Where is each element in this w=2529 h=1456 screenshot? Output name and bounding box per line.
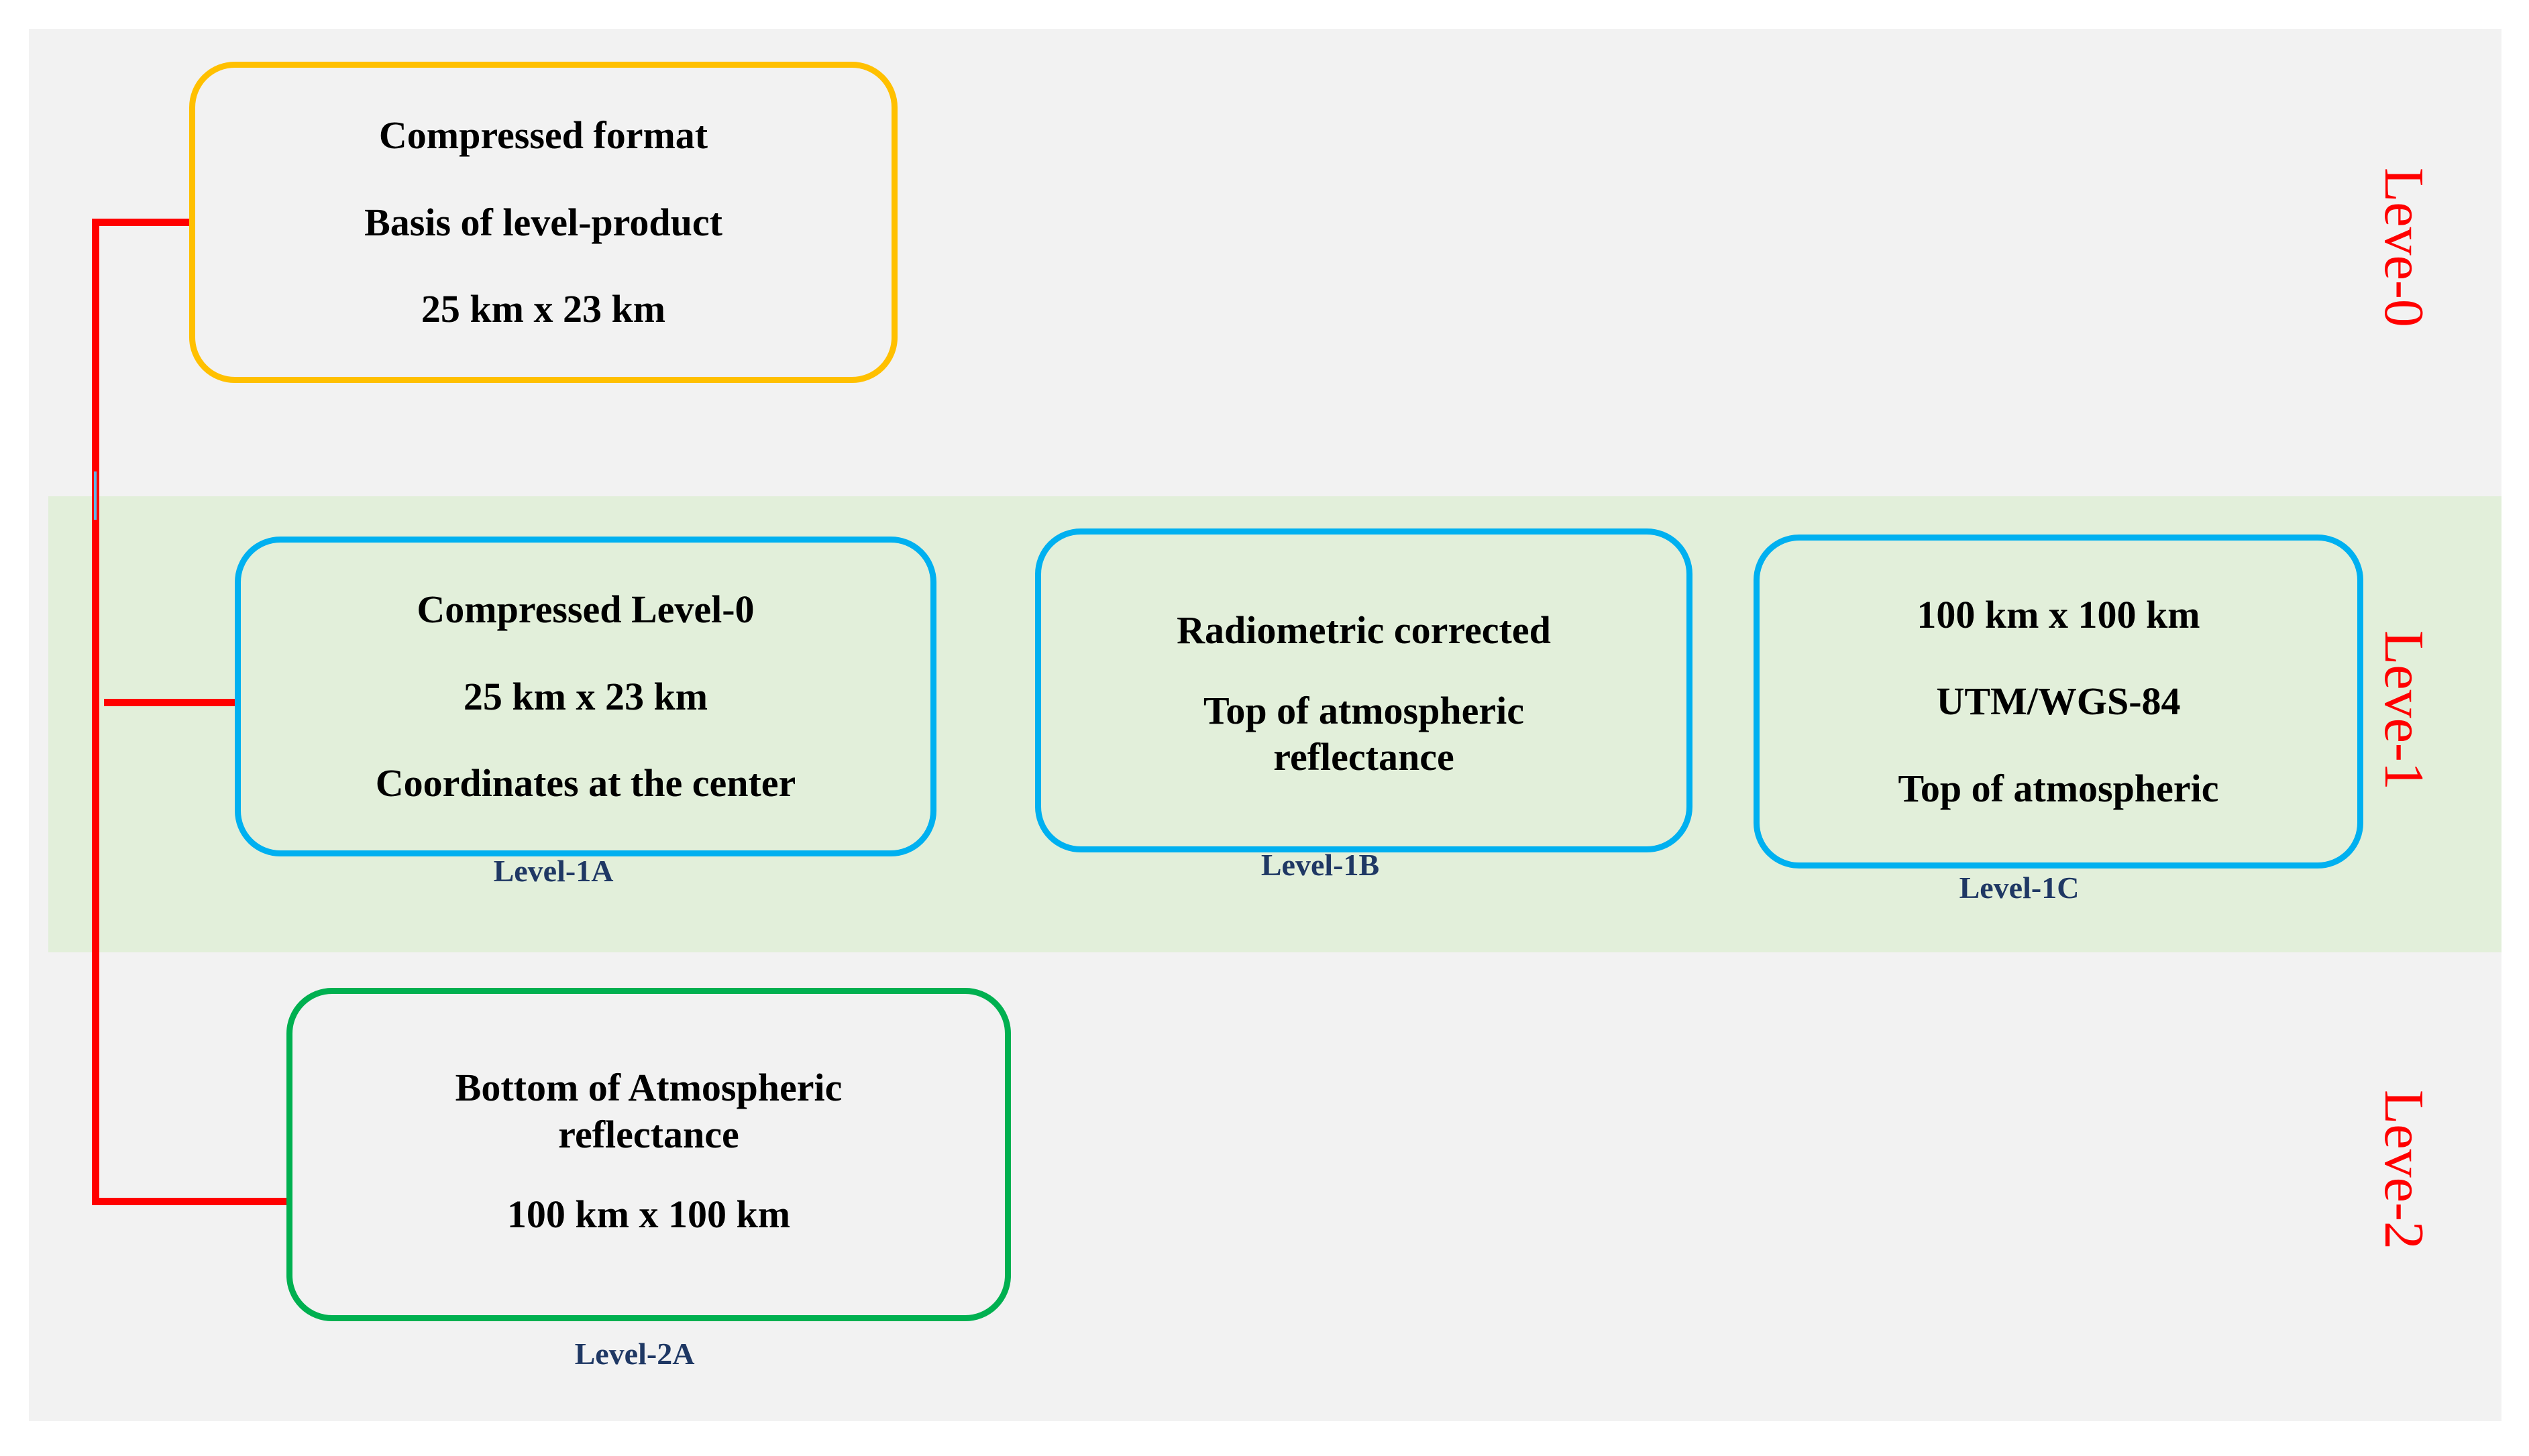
level1c-caption: Level-1C xyxy=(1959,871,2080,905)
level1a-line-2: 25 km x 23 km xyxy=(463,674,708,718)
level-label-2: Leve-2 xyxy=(2373,1090,2435,1249)
level2a-line-1: Bottom of Atmospheric reflectance xyxy=(455,1066,843,1156)
level1b-line-2: Top of atmospheric reflectance xyxy=(1203,688,1524,779)
level1a-line-1: Compressed Level-0 xyxy=(417,587,755,632)
level1-band xyxy=(48,496,2501,952)
level1b-box: Radiometric corrected Top of atmospheric… xyxy=(1035,528,1692,852)
level1a-box: Compressed Level-0 25 km x 23 km Coordin… xyxy=(235,537,936,856)
connector-level2 xyxy=(92,1198,286,1205)
level1c-line-1: 100 km x 100 km xyxy=(1917,592,2200,636)
level0-box: Compressed format Basis of level-product… xyxy=(189,62,898,383)
level2a-line-2: 100 km x 100 km xyxy=(506,1192,791,1237)
connector-level0 xyxy=(92,219,191,226)
level1a-caption: Level-1A xyxy=(493,854,614,888)
connector-vertical xyxy=(92,219,99,1205)
level0-line-1: Compressed format xyxy=(378,113,708,158)
level1c-box: 100 km x 100 km UTM/WGS-84 Top of atmosp… xyxy=(1754,535,2363,869)
level0-line-2: Basis of level-product xyxy=(364,200,722,244)
level1b-caption: Level-1B xyxy=(1260,848,1380,882)
connector-tick xyxy=(94,471,97,520)
level0-line-3: 25 km x 23 km xyxy=(421,287,666,331)
level1c-line-3: Top of atmospheric xyxy=(1898,766,2219,810)
level-label-0: Leve-0 xyxy=(2373,168,2435,327)
level-label-1: Leve-1 xyxy=(2373,630,2435,790)
level2a-caption: Level-2A xyxy=(574,1337,695,1371)
level1a-line-3: Coordinates at the center xyxy=(375,761,796,805)
level2a-box: Bottom of Atmospheric reflectance 100 km… xyxy=(286,988,1011,1321)
connector-level1 xyxy=(104,699,235,706)
level1c-line-2: UTM/WGS-84 xyxy=(1936,679,2181,724)
level1b-line-1: Radiometric corrected xyxy=(1177,608,1551,653)
